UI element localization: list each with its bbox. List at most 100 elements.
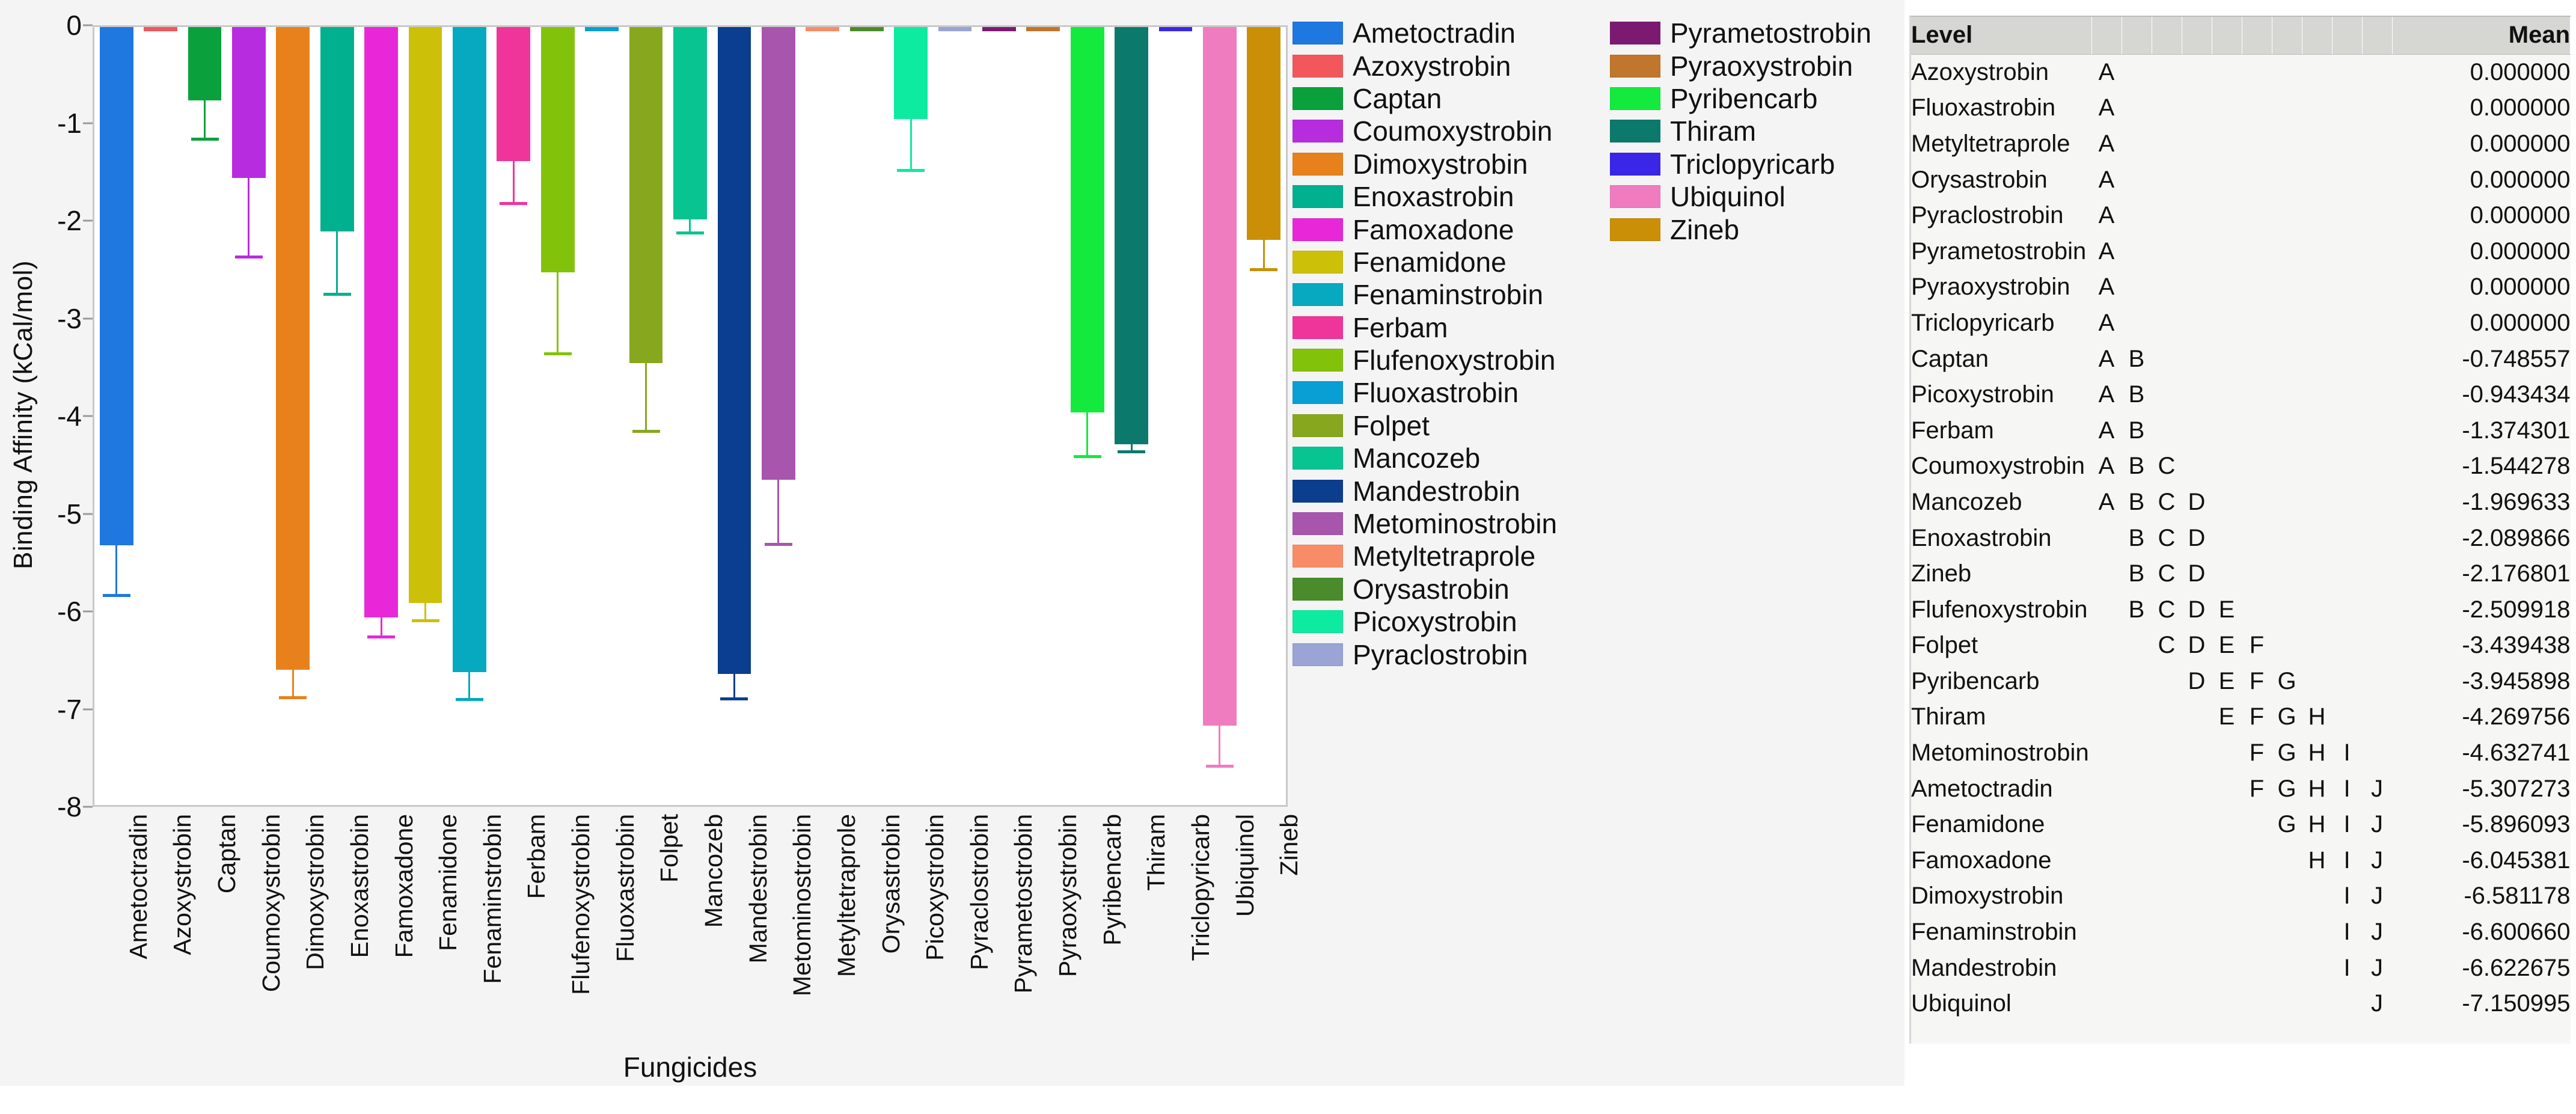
bar-group[interactable] <box>138 27 182 805</box>
bar[interactable] <box>453 27 486 672</box>
legend-item[interactable]: Metominostrobin <box>1293 507 1557 540</box>
bar-zero-marker[interactable] <box>849 27 884 31</box>
bar-zero-marker[interactable] <box>585 27 619 31</box>
legend-item[interactable]: Pyraoxystrobin <box>1610 49 1871 82</box>
bar[interactable] <box>1202 27 1237 726</box>
bar-group[interactable] <box>1154 27 1198 805</box>
bar-zero-marker[interactable] <box>1158 27 1193 31</box>
bar-group[interactable] <box>492 27 536 805</box>
bar-group[interactable] <box>889 27 932 805</box>
bar[interactable] <box>717 27 751 675</box>
bar[interactable] <box>673 27 707 220</box>
bar-group[interactable] <box>756 27 800 805</box>
bar-group[interactable] <box>624 27 668 805</box>
legend-item[interactable]: Dimoxystrobin <box>1293 148 1557 180</box>
bar-group[interactable] <box>1109 27 1153 805</box>
bar-zero-marker[interactable] <box>806 27 840 31</box>
legend-item[interactable]: Captan <box>1293 82 1557 115</box>
bar-zero-marker[interactable] <box>1026 27 1060 31</box>
bar[interactable] <box>408 27 442 604</box>
bar[interactable] <box>1115 27 1148 444</box>
legend-item[interactable]: Enoxastrobin <box>1293 180 1557 213</box>
legend-item[interactable]: Zineb <box>1610 213 1871 245</box>
bar-group[interactable] <box>933 27 977 805</box>
bar-group[interactable] <box>801 27 845 805</box>
bar[interactable] <box>1247 27 1281 240</box>
bar-group[interactable] <box>447 27 491 805</box>
legend-item[interactable]: Pyrametostrobin <box>1610 17 1871 49</box>
bar-zero-marker[interactable] <box>144 27 177 31</box>
bar[interactable] <box>99 27 133 546</box>
bar-group[interactable] <box>977 27 1021 805</box>
bar-group[interactable] <box>712 27 756 805</box>
bar[interactable] <box>761 27 795 480</box>
bar-group[interactable] <box>536 27 580 805</box>
bar-group[interactable] <box>227 27 271 805</box>
legend-item[interactable]: Fenaminstrobin <box>1293 278 1557 311</box>
bar-group[interactable] <box>1198 27 1241 805</box>
legend-item[interactable]: Fenamidone <box>1293 246 1557 278</box>
legend-item[interactable]: Mancozeb <box>1293 442 1557 474</box>
legend-item[interactable]: Thiram <box>1610 115 1871 147</box>
bar-group[interactable] <box>359 27 403 805</box>
legend-item[interactable]: Pyraclostrobin <box>1293 638 1557 670</box>
bar-zero-marker[interactable] <box>982 27 1016 31</box>
bar-zero-marker[interactable] <box>938 27 972 31</box>
bar-group[interactable] <box>1021 27 1065 805</box>
legend-item[interactable]: Famoxadone <box>1293 213 1557 245</box>
legend-item[interactable]: Triclopyricarb <box>1610 148 1871 180</box>
bar[interactable] <box>276 27 310 670</box>
bar[interactable] <box>1070 27 1104 413</box>
bar-group[interactable] <box>183 27 227 805</box>
legend-item[interactable]: Orysastrobin <box>1293 573 1557 605</box>
legend-item[interactable]: Ferbam <box>1293 311 1557 344</box>
legend-item[interactable]: Folpet <box>1293 409 1557 442</box>
bar-group[interactable] <box>580 27 623 805</box>
legend-item[interactable]: Ubiquinol <box>1610 180 1871 213</box>
legend-item[interactable]: Coumoxystrobin <box>1293 115 1557 147</box>
bar-group[interactable] <box>403 27 447 805</box>
bar-group[interactable] <box>315 27 359 805</box>
legend-item[interactable]: Picoxystrobin <box>1293 605 1557 638</box>
legend-item[interactable]: Pyribencarb <box>1610 82 1871 115</box>
legend-item[interactable]: Flufenoxystrobin <box>1293 344 1557 376</box>
bar[interactable] <box>364 27 399 618</box>
bar-group[interactable] <box>845 27 889 805</box>
legend-item[interactable]: Ametoctradin <box>1293 17 1557 49</box>
bar-group[interactable] <box>668 27 712 805</box>
legend-item[interactable]: Fluoxastrobin <box>1293 376 1557 409</box>
legend-item[interactable]: Azoxystrobin <box>1293 49 1557 82</box>
bar-group[interactable] <box>94 27 138 805</box>
bar-group[interactable] <box>1242 27 1286 805</box>
legend-item[interactable]: Metyltetraprole <box>1293 540 1557 572</box>
legend-item[interactable]: Mandestrobin <box>1293 474 1557 507</box>
bar-group[interactable] <box>271 27 315 805</box>
